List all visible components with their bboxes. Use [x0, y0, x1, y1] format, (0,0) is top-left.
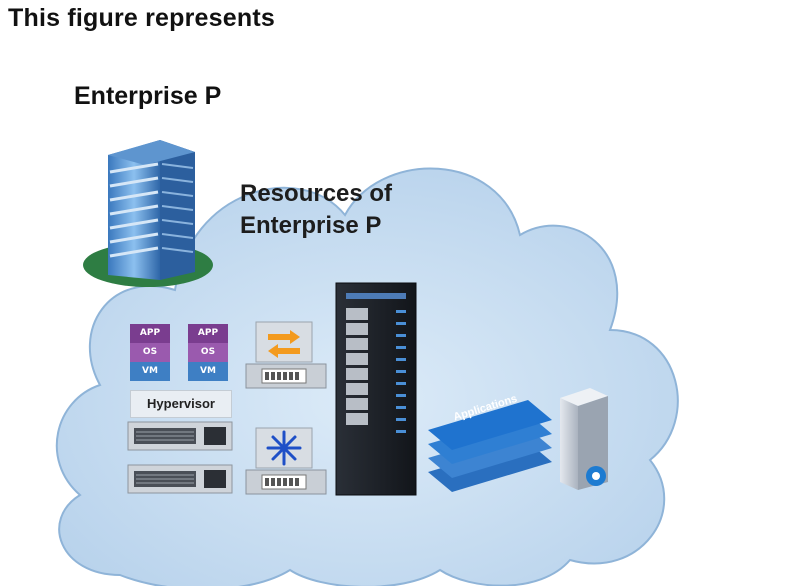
office-building-icon [83, 140, 213, 287]
vm-os-layer: OS [130, 343, 170, 362]
storage-rack-icon [335, 282, 417, 496]
network-switch-icon [245, 321, 327, 389]
vm-app-layer: APP [188, 324, 228, 343]
router-icon [245, 427, 327, 495]
resources-label: Resources of Enterprise P [240, 178, 392, 242]
server-chassis-icon [127, 421, 233, 451]
resources-label-line1: Resources of [240, 180, 393, 207]
server-chassis-icon [127, 464, 233, 494]
vm-vm-layer: VM [188, 362, 228, 381]
applications-stack-icon [428, 400, 552, 492]
vm-os-layer: OS [188, 343, 228, 362]
hypervisor-label: Hypervisor [130, 390, 232, 418]
resources-label-line2: Enterprise P [240, 212, 382, 239]
enterprise-label: Enterprise P [74, 82, 222, 110]
vm-stack: APP OS VM [188, 324, 228, 382]
vm-vm-layer: VM [130, 362, 170, 381]
vm-app-layer: APP [130, 324, 170, 343]
vm-stack: APP OS VM [130, 324, 170, 382]
server-tower-icon [560, 388, 608, 490]
figure-heading: This figure represents [8, 4, 275, 32]
